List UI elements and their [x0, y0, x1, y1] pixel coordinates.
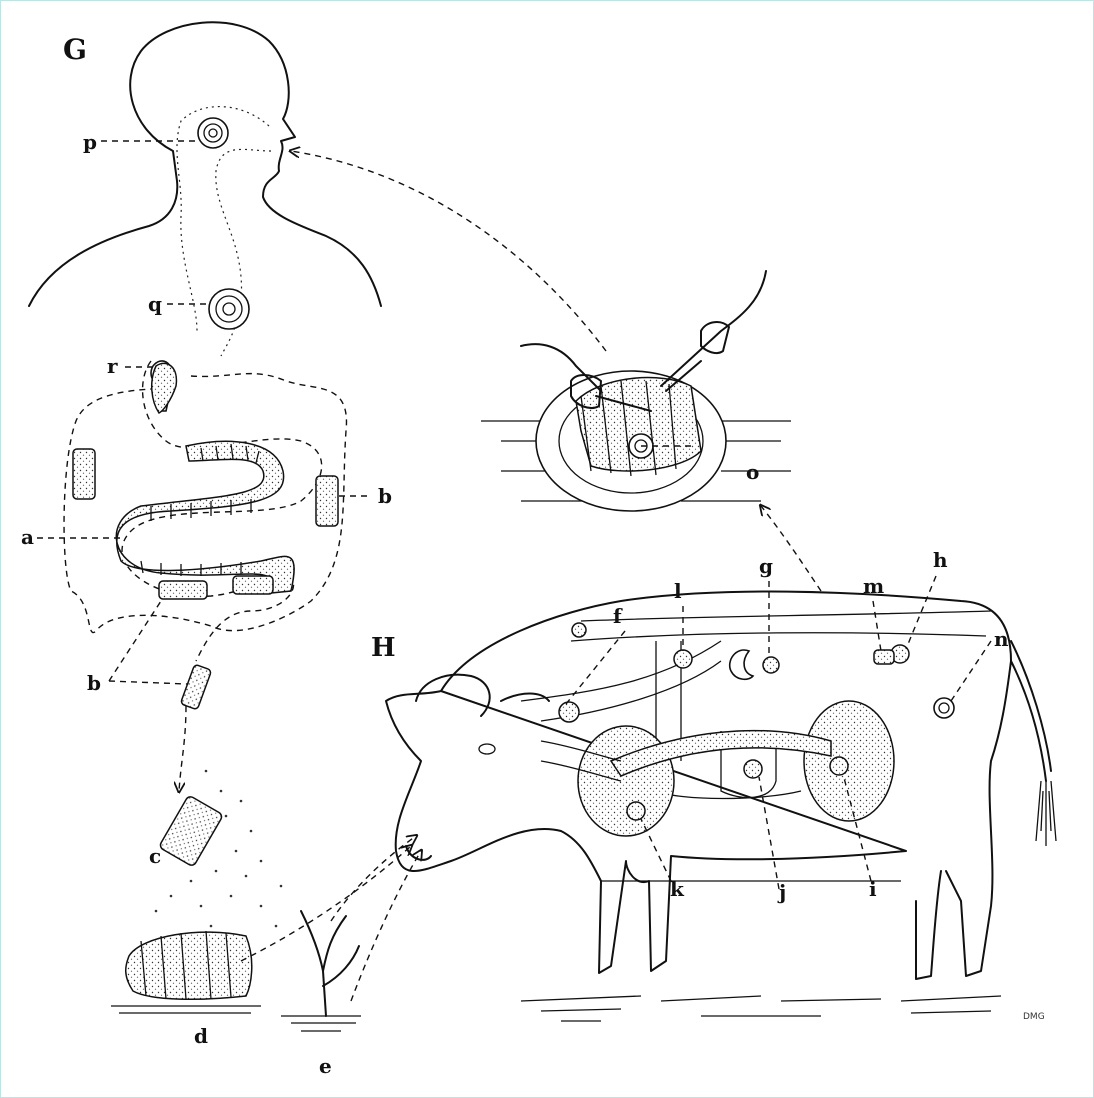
- leader-b2: [109, 601, 187, 684]
- label-k: k: [670, 877, 685, 901]
- label-a: a: [21, 525, 34, 549]
- cyst-i: [830, 757, 848, 775]
- label-q: q: [148, 292, 162, 316]
- label-e: e: [319, 1054, 332, 1078]
- grass-plant: [281, 911, 361, 1031]
- gravid-segment: [233, 576, 273, 594]
- human-figure: [29, 22, 381, 710]
- gravid-segment: [316, 476, 338, 526]
- cyst-j: [744, 760, 762, 778]
- panel-label-cow: H: [371, 633, 396, 663]
- label-d: d: [194, 1024, 208, 1048]
- cow-figure: [386, 592, 1056, 1021]
- cow-ground: [521, 996, 1001, 1021]
- arrow-meat-to-human: [291, 151, 606, 351]
- segment-in-environment: [159, 795, 224, 867]
- leader-k: [641, 819, 671, 881]
- cyst-k: [627, 802, 645, 820]
- label-i: i: [869, 877, 877, 901]
- label-p: p: [83, 130, 97, 154]
- label-r: r: [107, 354, 118, 378]
- organ-r: [152, 363, 177, 413]
- expelled-segment: [180, 664, 211, 710]
- hay-feed: [111, 931, 261, 1013]
- cow-outline: [386, 592, 1046, 979]
- cyst-upper: [572, 623, 586, 637]
- label-m: m: [863, 574, 884, 598]
- label-b2: b: [87, 671, 101, 695]
- arrow-cow-to-meat: [761, 506, 821, 591]
- cyst-brain: [198, 118, 228, 148]
- arrow-expelled: [179, 706, 186, 791]
- label-l: l: [674, 579, 682, 603]
- cyst-m: [874, 650, 894, 664]
- label-j: j: [777, 880, 786, 904]
- gravid-segment: [73, 449, 95, 499]
- leader-f: [566, 631, 625, 704]
- label-n: n: [994, 627, 1009, 651]
- tapeworm-adult: [116, 441, 294, 593]
- leader-m: [873, 601, 881, 651]
- label-o: o: [746, 460, 759, 484]
- cyst-f: [559, 702, 579, 722]
- label-g: g: [759, 554, 773, 578]
- artist-signature: DMG: [1023, 1012, 1045, 1022]
- panel-label-human: G: [63, 33, 87, 66]
- cyst-l: [674, 650, 692, 668]
- leader-j: [759, 777, 779, 889]
- label-f: f: [613, 604, 623, 628]
- gravid-segment: [159, 581, 207, 599]
- label-h: h: [933, 548, 948, 572]
- cyst-g: [763, 657, 779, 673]
- meat-plate: [481, 271, 791, 511]
- organ-lung-right: [804, 701, 894, 821]
- cyst-thorax: [209, 289, 249, 329]
- arrow-grass-to-cow: [331, 836, 416, 921]
- cyst-n: [934, 698, 954, 718]
- label-c: c: [149, 844, 161, 868]
- organ-lung-left: [578, 726, 674, 836]
- arrow-grass-to-cow-2: [351, 851, 421, 1001]
- label-b: b: [378, 484, 392, 508]
- arrow-hay-to-cow: [241, 846, 411, 961]
- leader-n: [951, 641, 991, 701]
- cyst-g-open: [730, 650, 753, 679]
